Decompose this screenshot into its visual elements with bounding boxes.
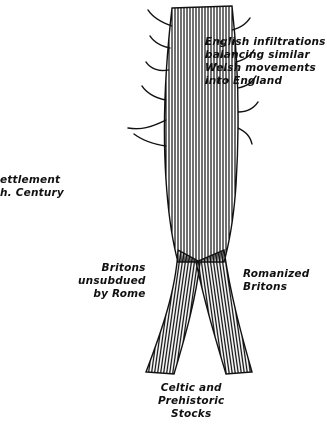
celtic-prehistoric-label: Celtic and Prehistoric Stocks: [158, 382, 224, 421]
english-infiltrations-label: English infiltrations balancing similar …: [205, 36, 326, 88]
britons-unsubdued-label: Britons unsubdued by Rome: [78, 262, 146, 301]
left-root: [146, 250, 200, 374]
settlement-label: ettlement h. Century: [0, 174, 64, 200]
romanized-britons-label: Romanized Britons: [243, 268, 309, 294]
